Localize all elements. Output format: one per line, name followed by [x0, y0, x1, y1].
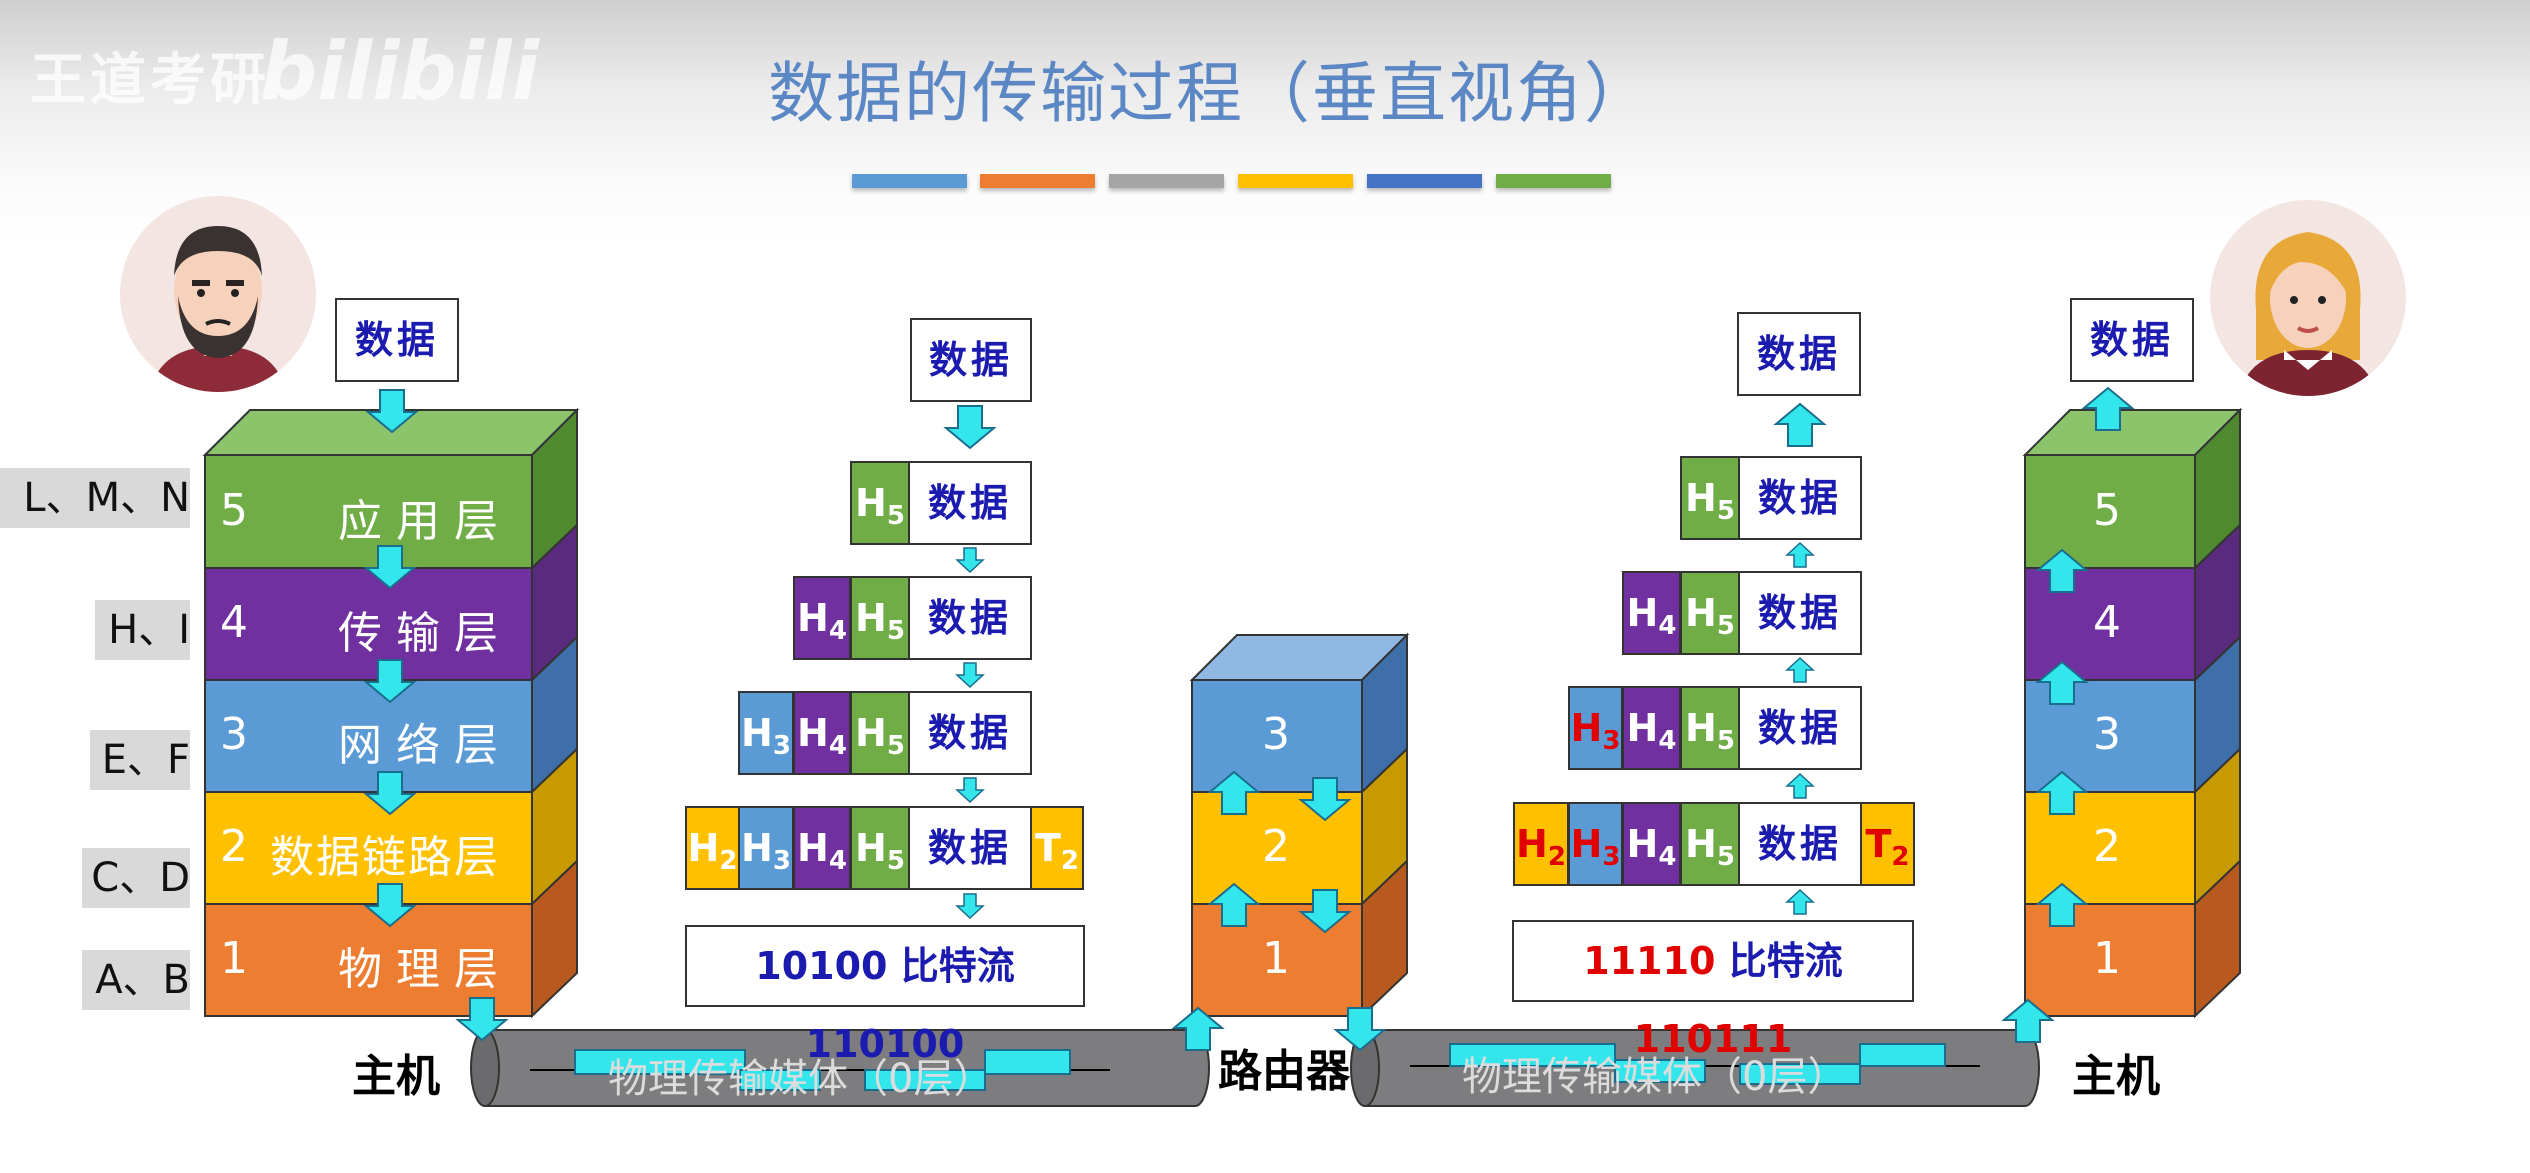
arrow-down-icon — [956, 662, 984, 688]
arrow-down-icon — [945, 405, 995, 449]
encap-data-box: 数据 — [910, 318, 1032, 402]
accent-bar — [1109, 174, 1224, 188]
bilibili-logo: bilibili — [260, 25, 540, 118]
right-data-box: 数据 — [2070, 298, 2194, 382]
header-h5: H5 — [1680, 456, 1740, 540]
header-h4: H4 — [1622, 571, 1681, 655]
decap-data-box: 数据 — [1738, 802, 1862, 886]
layer-3-name: 网络层 — [338, 720, 512, 771]
trailer-t2: T2 — [1030, 806, 1084, 890]
layer-5-number: 5 — [220, 485, 248, 536]
router-caption: 路由器 — [1218, 1046, 1350, 1097]
female-avatar-icon — [2210, 200, 2406, 396]
router-layer-1: 1 — [1262, 933, 1290, 984]
arrow-up-icon — [1786, 889, 1814, 915]
encap-data-box: 数据 — [908, 691, 1032, 775]
header-h4: H4 — [1622, 802, 1681, 886]
layer-4-name: 传输层 — [338, 608, 512, 659]
layer-4-number: 4 — [220, 597, 248, 648]
header-h5: H5 — [850, 576, 910, 660]
trailer-t2-red: T2 — [1860, 802, 1915, 886]
decap-data-box: 数据 — [1738, 456, 1862, 540]
encap-data-box: 数据 — [908, 461, 1032, 545]
header-h3: H3 — [738, 691, 794, 775]
right-host-caption: 主机 — [2072, 1051, 2160, 1102]
header-h5: H5 — [1680, 571, 1740, 655]
arrow-down-icon — [956, 893, 984, 919]
encap-data-box: 数据 — [908, 806, 1032, 890]
layer-1-number: 1 — [220, 933, 248, 984]
encap-bitstream: 10100 比特流 110100 — [685, 925, 1085, 1066]
router-stack — [1189, 632, 1410, 1019]
layer-tag: A、B — [82, 950, 190, 1010]
accent-bar — [1496, 174, 1611, 188]
header-h4: H4 — [1622, 686, 1681, 770]
header-h4: H4 — [793, 806, 851, 890]
right-layer-1: 1 — [2093, 933, 2121, 984]
header-h3-red: H3 — [1568, 802, 1623, 886]
layer-tag: C、D — [82, 848, 190, 908]
accent-bar — [852, 174, 967, 188]
right-layer-3: 3 — [2093, 709, 2121, 760]
accent-bar — [1367, 174, 1482, 188]
arrow-up-icon — [1786, 542, 1814, 568]
left-host-caption: 主机 — [352, 1051, 440, 1102]
accent-bar — [980, 174, 1095, 188]
header-h5: H5 — [850, 806, 910, 890]
arrow-up-icon — [1786, 773, 1814, 799]
left-host-stack — [202, 407, 580, 1019]
decap-data-box: 数据 — [1738, 571, 1862, 655]
router-layer-2: 2 — [1262, 821, 1290, 872]
encap-data-box: 数据 — [908, 576, 1032, 660]
header-h4: H4 — [793, 576, 851, 660]
layer-tag: H、I — [95, 600, 190, 660]
arrow-up-icon — [1786, 657, 1814, 683]
medium-label-right: 物理传输媒体（0层） — [1462, 1054, 1848, 1100]
decap-data-box: 数据 — [1737, 312, 1861, 396]
arrow-down-icon — [956, 777, 984, 803]
layer-5-name: 应用层 — [338, 496, 512, 547]
layer-2-number: 2 — [220, 821, 248, 872]
header-h5: H5 — [850, 461, 910, 545]
header-h5: H5 — [850, 691, 910, 775]
header-h5: H5 — [1680, 686, 1740, 770]
left-data-box: 数据 — [335, 298, 459, 382]
router-layer-3: 3 — [1262, 709, 1290, 760]
male-avatar-icon — [120, 196, 316, 392]
right-layer-4: 4 — [2093, 597, 2121, 648]
header-h2: H2 — [685, 806, 740, 890]
watermark-text: 王道考研 — [30, 48, 270, 113]
decap-bitstream: 11110 比特流 110111 — [1512, 920, 1914, 1061]
header-h3-red: H3 — [1568, 686, 1623, 770]
header-h5: H5 — [1680, 802, 1740, 886]
header-h2-red: H2 — [1513, 802, 1569, 886]
layer-2-name: 数据链路层 — [270, 832, 500, 883]
layer-3-number: 3 — [220, 709, 248, 760]
page-title: 数据的传输过程（垂直视角） — [768, 55, 1652, 132]
accent-bar — [1238, 174, 1353, 188]
right-layer-5: 5 — [2093, 485, 2121, 536]
layer-1-name: 物理层 — [338, 944, 512, 995]
decap-data-box: 数据 — [1738, 686, 1862, 770]
layer-tag: E、F — [90, 730, 190, 790]
arrow-up-icon — [1775, 403, 1825, 447]
header-h3: H3 — [738, 806, 794, 890]
layer-tag: L、M、N — [0, 468, 190, 528]
header-h4: H4 — [793, 691, 851, 775]
right-host-stack — [2022, 407, 2243, 1019]
arrow-down-icon — [956, 547, 984, 573]
signal-blocks — [574, 1043, 1946, 1091]
medium-label-left: 物理传输媒体（0层） — [608, 1056, 994, 1102]
right-layer-2: 2 — [2093, 821, 2121, 872]
